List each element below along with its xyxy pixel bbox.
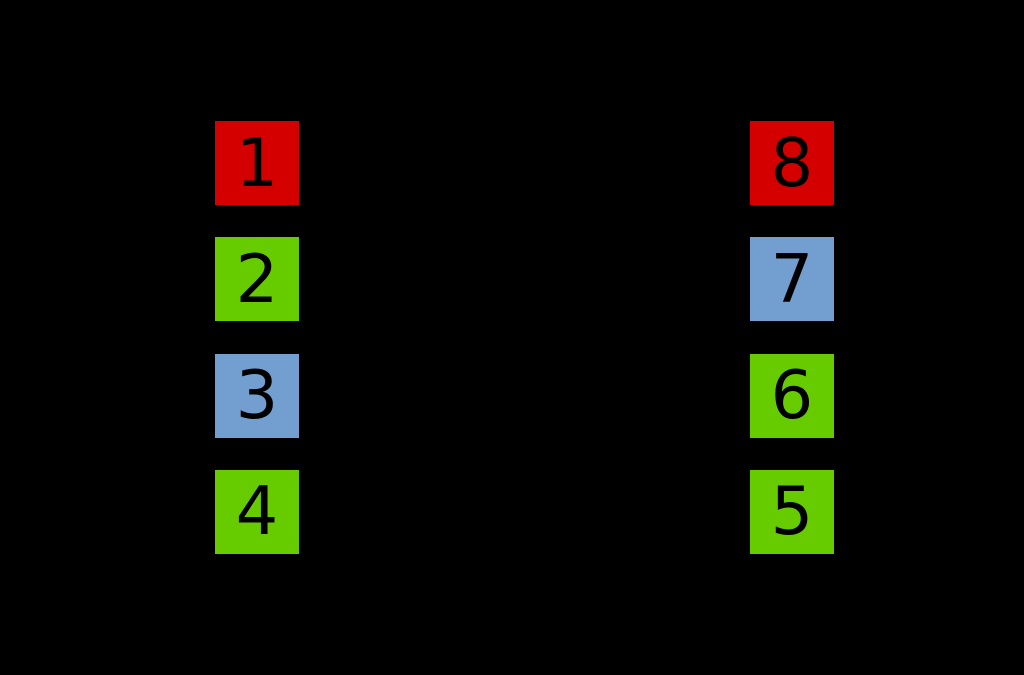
- pin-column-left: 1 2 3 4: [215, 121, 299, 554]
- pin-7-label: 7: [770, 239, 814, 318]
- pin-6-label: 6: [770, 356, 814, 435]
- pin-2-label: 2: [235, 239, 279, 318]
- pin-4: 4: [215, 469, 299, 554]
- pin-3: 3: [215, 353, 299, 438]
- pin-8-label: 8: [770, 123, 814, 202]
- pin-8: 8: [750, 121, 834, 205]
- pin-column-right: 8 7 6 5: [750, 121, 834, 554]
- pin-1-label: 1: [235, 123, 279, 202]
- pin-5-label: 5: [770, 472, 814, 551]
- pin-1: 1: [215, 121, 299, 205]
- pin-2: 2: [215, 237, 299, 322]
- pin-3-label: 3: [235, 356, 279, 435]
- pin-5: 5: [750, 469, 834, 554]
- pin-6: 6: [750, 353, 834, 438]
- pin-7: 7: [750, 237, 834, 322]
- pin-4-label: 4: [235, 472, 279, 551]
